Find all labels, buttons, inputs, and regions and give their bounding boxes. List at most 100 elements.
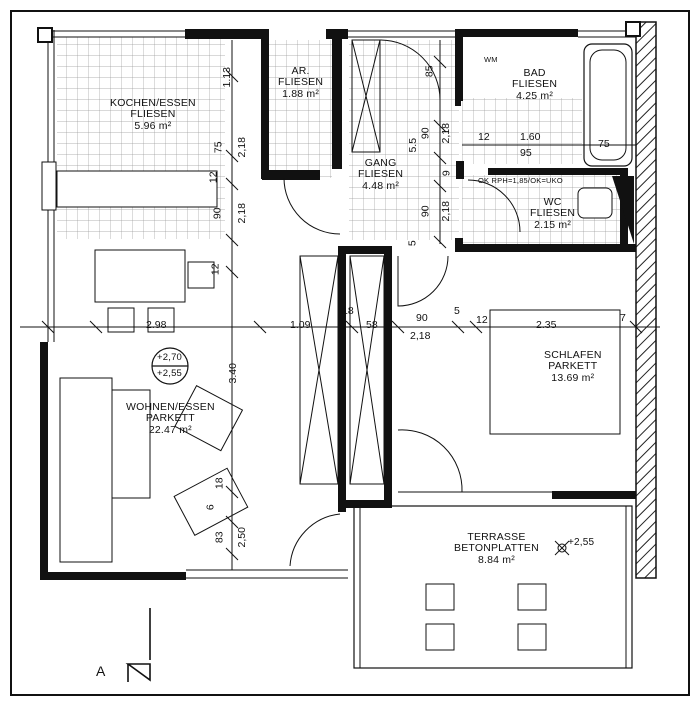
room-terrasse: TERRASSE BETONPLATTEN 8.84 m²: [454, 531, 539, 566]
left-window-wall: [37, 27, 57, 342]
level-lower: +2,55: [157, 368, 183, 379]
dim-b-1-60: 1.60: [520, 131, 541, 143]
chair-3: [187, 261, 215, 289]
dim-v-9: 9: [440, 170, 453, 177]
room-name: WOHNEN/ESSEN: [126, 401, 215, 413]
chair-1: [107, 307, 135, 333]
east-wall: [635, 21, 657, 579]
dim-v-90b: 90: [419, 127, 432, 140]
room-area: 5.96 m²: [134, 119, 172, 132]
dim-2-35: 2.35: [536, 319, 557, 331]
dim-v-1-13: 1.13: [220, 67, 233, 88]
dim-5a: 5: [454, 305, 460, 317]
room-area: 4.25 m²: [516, 89, 554, 102]
dim-b-95: 95: [520, 147, 532, 159]
doors: [283, 39, 552, 567]
dim-b-12: 12: [478, 131, 490, 143]
room-name: TERRASSE: [467, 531, 526, 543]
bottom-window: [186, 569, 348, 579]
chair-2: [147, 307, 175, 333]
level-upper: +2,70: [157, 352, 183, 363]
kitchen-table: [94, 249, 186, 303]
dim-v-90a: 90: [211, 207, 224, 220]
room-floor: PARKETT: [548, 360, 598, 373]
dim-v-2-18a: 2,18: [235, 137, 248, 158]
bed: [489, 309, 621, 435]
bath-tiles: [462, 98, 582, 164]
room-floor: BETONPLATTEN: [454, 542, 539, 555]
section-mark: [125, 608, 151, 682]
dim-b-75: 75: [598, 138, 610, 150]
room-abstellraum: AR. FLIESEN 1.88 m²: [278, 65, 324, 100]
section-mark-label: A: [96, 663, 106, 679]
dimension-lines: [20, 40, 660, 570]
page-border: [10, 10, 690, 696]
level-terrace: +2,55: [568, 537, 595, 548]
dim-7: 7: [620, 312, 626, 324]
dim-v-2-50: 2,50: [235, 527, 248, 548]
room-floor: FLIESEN: [358, 168, 404, 181]
room-name: BAD: [523, 67, 546, 79]
level-marker: [151, 347, 189, 385]
room-wohnen-essen: WOHNEN/ESSEN PARKETT 22.47 m²: [126, 401, 215, 436]
dim-2-18a: 2,18: [410, 330, 431, 342]
wc-sink: [577, 187, 613, 219]
dim-v-6: 6: [204, 504, 217, 511]
dim-v-12a: 12: [207, 171, 220, 184]
dim-v-5b: 5: [406, 240, 419, 247]
dim-58: 58: [366, 319, 378, 331]
dim-v-5-5: 5.5: [407, 137, 420, 153]
room-area: 8.84 m²: [477, 553, 515, 566]
terrace-level-marker: [554, 540, 570, 556]
terrace: [353, 505, 633, 669]
tiled-floors: [57, 37, 620, 245]
room-name: GANG: [364, 157, 397, 169]
room-floor: FLIESEN: [530, 207, 576, 220]
room-name: AR.: [291, 65, 310, 77]
dim-v-12b: 12: [209, 263, 222, 276]
wardrobes: [299, 39, 385, 485]
room-area: 22.47 m²: [148, 423, 192, 436]
kitchen-counter: [56, 170, 218, 208]
gang-tiles: [349, 40, 459, 240]
sofa: [59, 377, 113, 563]
room-name: KOCHEN/ESSEN: [110, 97, 196, 109]
dim-12a: 12: [476, 314, 488, 326]
armchair-bottom: [173, 467, 249, 536]
kitchen-tiles: [57, 37, 225, 149]
room-gang: GANG FLIESEN 4.48 m²: [358, 157, 404, 192]
bathtub: [583, 43, 633, 167]
wc-shaft: [612, 176, 634, 244]
wm-label: WM: [484, 55, 498, 64]
room-name: SCHLAFEN: [544, 349, 602, 361]
dim-v-83: 83: [213, 531, 226, 544]
room-name: WC: [543, 196, 562, 208]
dim-v-3-40: 3.40: [226, 363, 239, 384]
ar-tiles: [266, 40, 332, 178]
room-area: 13.69 m²: [551, 371, 595, 384]
dim-v-2-18d: 2,18: [439, 201, 452, 222]
dim-v-18b: 18: [213, 477, 226, 490]
room-bad: BAD FLIESEN 4.25 m²: [512, 67, 558, 102]
dim-2-98: 2.98: [146, 319, 167, 331]
dim-v-2-18b: 2,18: [235, 203, 248, 224]
sofa-seat: [111, 389, 151, 499]
dim-1-09: 1.09: [290, 319, 311, 331]
dim-v-2-18c: 2,18: [439, 123, 452, 144]
dim-90a: 90: [416, 312, 428, 324]
top-windows: [52, 21, 641, 38]
room-area: 1.88 m²: [282, 87, 320, 100]
room-floor: PARKETT: [145, 412, 195, 425]
room-wc: WC FLIESEN 2.15 m²: [530, 196, 576, 231]
room-floor: FLIESEN: [130, 108, 176, 121]
room-area: 2.15 m²: [534, 218, 572, 231]
wc-note: OK RPH=1,85/OK=UKO: [478, 176, 563, 185]
room-floor: FLIESEN: [278, 76, 324, 89]
room-schlafen: SCHLAFEN PARKETT 13.69 m²: [544, 349, 602, 384]
room-floor: FLIESEN: [512, 78, 558, 91]
dim-18a: 18: [342, 305, 354, 317]
dim-v-75a: 75: [212, 141, 225, 154]
dim-v-90c: 90: [419, 205, 432, 218]
room-area: 4.48 m²: [362, 179, 400, 192]
